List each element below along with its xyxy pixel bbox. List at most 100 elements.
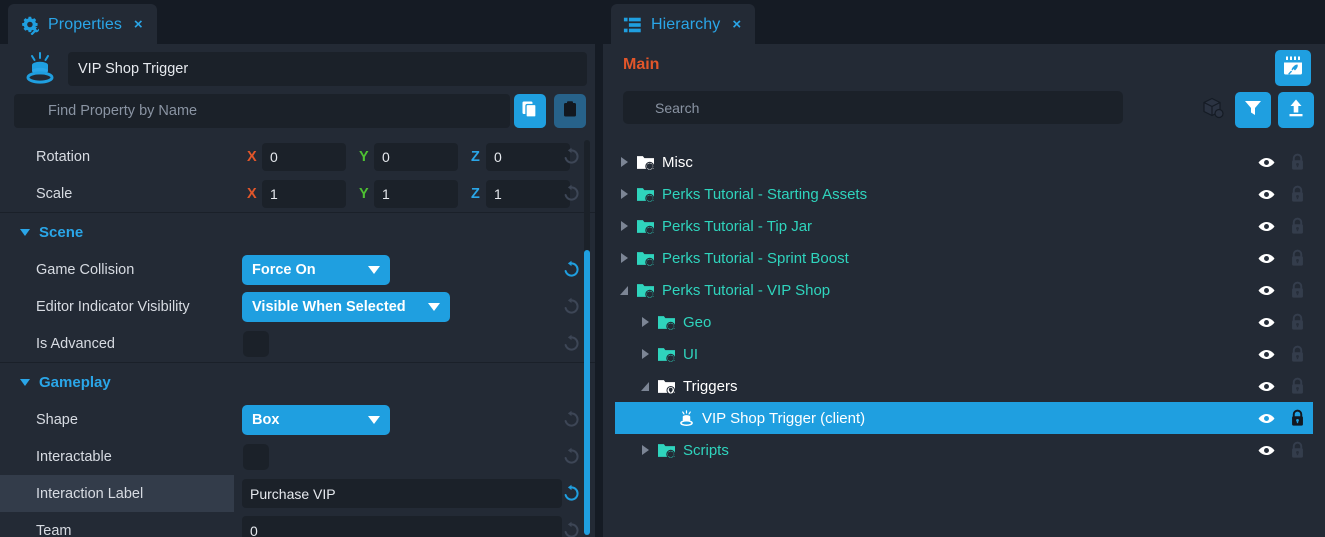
lock-icon[interactable] bbox=[1290, 217, 1305, 235]
dropdown-game-collision[interactable]: Force On bbox=[242, 254, 390, 285]
filter-button[interactable] bbox=[1235, 92, 1271, 128]
revert-icon[interactable] bbox=[562, 521, 581, 537]
chevron-right-icon[interactable] bbox=[620, 253, 628, 263]
panel-divider[interactable] bbox=[595, 0, 603, 537]
tree-expand-toggle[interactable] bbox=[636, 349, 654, 359]
revert-icon[interactable] bbox=[562, 184, 581, 203]
tree-expand-toggle[interactable] bbox=[636, 317, 654, 327]
revert-icon[interactable] bbox=[562, 260, 581, 279]
axis-input-y[interactable] bbox=[374, 179, 458, 208]
dropdown-shape[interactable]: Box bbox=[242, 404, 390, 435]
chevron-down-icon[interactable] bbox=[620, 285, 628, 295]
lock-icon[interactable] bbox=[1290, 313, 1305, 331]
axis-input-z[interactable] bbox=[486, 142, 570, 171]
revert-icon[interactable] bbox=[562, 447, 581, 466]
axis-input-x[interactable] bbox=[262, 142, 346, 171]
revert-icon[interactable] bbox=[562, 297, 581, 316]
tab-properties[interactable]: Properties × bbox=[8, 4, 157, 45]
object-name-input[interactable] bbox=[68, 52, 587, 86]
property-row[interactable]: RotationXYZ bbox=[0, 138, 595, 175]
paste-icon bbox=[561, 100, 579, 123]
lock-icon[interactable] bbox=[1290, 345, 1305, 363]
lock-icon[interactable] bbox=[1290, 281, 1305, 299]
tree-expand-toggle[interactable] bbox=[615, 189, 633, 199]
tree-item[interactable]: Perks Tutorial - Starting Assets bbox=[615, 178, 1313, 210]
paste-properties-button[interactable] bbox=[554, 94, 586, 128]
visibility-eye-icon[interactable] bbox=[1257, 377, 1276, 396]
visibility-eye-icon[interactable] bbox=[1257, 441, 1276, 460]
revert-icon[interactable] bbox=[562, 147, 581, 166]
chevron-right-icon[interactable] bbox=[641, 349, 649, 359]
tree-item[interactable]: Triggers bbox=[615, 370, 1313, 402]
visibility-eye-icon[interactable] bbox=[1257, 185, 1276, 204]
tree-expand-toggle[interactable] bbox=[615, 157, 633, 167]
property-row[interactable]: ScaleXYZ bbox=[0, 175, 595, 212]
lock-icon[interactable] bbox=[1290, 185, 1305, 203]
visibility-eye-icon[interactable] bbox=[1257, 153, 1276, 172]
tree-item[interactable]: Perks Tutorial - Sprint Boost bbox=[615, 242, 1313, 274]
tree-item[interactable]: VIP Shop Trigger (client) bbox=[615, 402, 1313, 434]
lock-icon[interactable] bbox=[1290, 249, 1305, 267]
hierarchy-search-input[interactable] bbox=[623, 91, 1123, 124]
checkbox-is-advanced[interactable] bbox=[243, 330, 269, 357]
visibility-eye-icon[interactable] bbox=[1257, 281, 1276, 300]
close-icon[interactable]: × bbox=[732, 16, 742, 33]
copy-properties-button[interactable] bbox=[514, 94, 546, 128]
visibility-eye-icon[interactable] bbox=[1257, 313, 1276, 332]
publish-button[interactable] bbox=[1278, 92, 1314, 128]
axis-input-z[interactable] bbox=[486, 179, 570, 208]
tree-item[interactable]: UI bbox=[615, 338, 1313, 370]
tree-item[interactable]: Perks Tutorial - VIP Shop bbox=[615, 274, 1313, 306]
tree-expand-toggle[interactable] bbox=[636, 381, 654, 391]
visibility-eye-icon[interactable] bbox=[1257, 345, 1276, 364]
chevron-right-icon[interactable] bbox=[620, 221, 628, 231]
chevron-right-icon[interactable] bbox=[620, 157, 628, 167]
tree-expand-toggle[interactable] bbox=[636, 445, 654, 455]
tree-item[interactable]: Misc bbox=[615, 146, 1313, 178]
chevron-down-icon[interactable] bbox=[641, 381, 649, 391]
lock-icon[interactable] bbox=[1290, 377, 1305, 395]
chevron-right-icon[interactable] bbox=[641, 445, 649, 455]
properties-scrollbar-track[interactable] bbox=[584, 140, 590, 535]
property-row[interactable]: Interaction Label bbox=[0, 475, 595, 512]
lock-icon[interactable] bbox=[1290, 153, 1305, 171]
property-section-scene[interactable]: Scene bbox=[0, 213, 595, 251]
tab-hierarchy[interactable]: Hierarchy × bbox=[611, 4, 756, 45]
axis-input-x[interactable] bbox=[262, 179, 346, 208]
revert-icon[interactable] bbox=[562, 410, 581, 429]
copy-icon bbox=[521, 100, 539, 123]
tree-expand-toggle[interactable] bbox=[615, 253, 633, 263]
tree-expand-toggle[interactable] bbox=[615, 221, 633, 231]
search-input[interactable] bbox=[14, 94, 510, 128]
tree-expand-toggle[interactable] bbox=[615, 285, 633, 295]
tree-item[interactable]: Geo bbox=[615, 306, 1313, 338]
visibility-eye-icon[interactable] bbox=[1257, 249, 1276, 268]
visibility-eye-icon[interactable] bbox=[1257, 217, 1276, 236]
chevron-right-icon[interactable] bbox=[641, 317, 649, 327]
tree-item[interactable]: Perks Tutorial - Tip Jar bbox=[615, 210, 1313, 242]
property-row[interactable]: Team bbox=[0, 512, 595, 537]
text-input-team[interactable] bbox=[242, 516, 562, 537]
property-row[interactable]: Interactable bbox=[0, 438, 595, 475]
properties-scroll-area[interactable]: RotationXYZScaleXYZSceneGame CollisionFo… bbox=[0, 138, 595, 537]
property-section-gameplay[interactable]: Gameplay bbox=[0, 363, 595, 401]
dropdown-editor-indicator-visibility[interactable]: Visible When Selected bbox=[242, 291, 450, 322]
tree-item[interactable]: Scripts bbox=[615, 434, 1313, 466]
text-input-interaction-label[interactable] bbox=[242, 479, 562, 508]
revert-icon[interactable] bbox=[562, 334, 581, 353]
checkbox-interactable[interactable] bbox=[243, 443, 269, 470]
axis-input-y[interactable] bbox=[374, 142, 458, 171]
visibility-eye-icon[interactable] bbox=[1257, 409, 1276, 428]
chevron-right-icon[interactable] bbox=[620, 189, 628, 199]
asset-cube-button[interactable] bbox=[1195, 92, 1231, 128]
revert-icon[interactable] bbox=[562, 484, 581, 503]
property-row[interactable]: Is Advanced bbox=[0, 325, 595, 362]
properties-scrollbar-thumb[interactable] bbox=[584, 250, 590, 535]
lock-icon[interactable] bbox=[1290, 441, 1305, 459]
lock-icon[interactable] bbox=[1290, 409, 1305, 427]
close-icon[interactable]: × bbox=[133, 16, 143, 33]
event-calendar-button[interactable] bbox=[1275, 50, 1311, 86]
